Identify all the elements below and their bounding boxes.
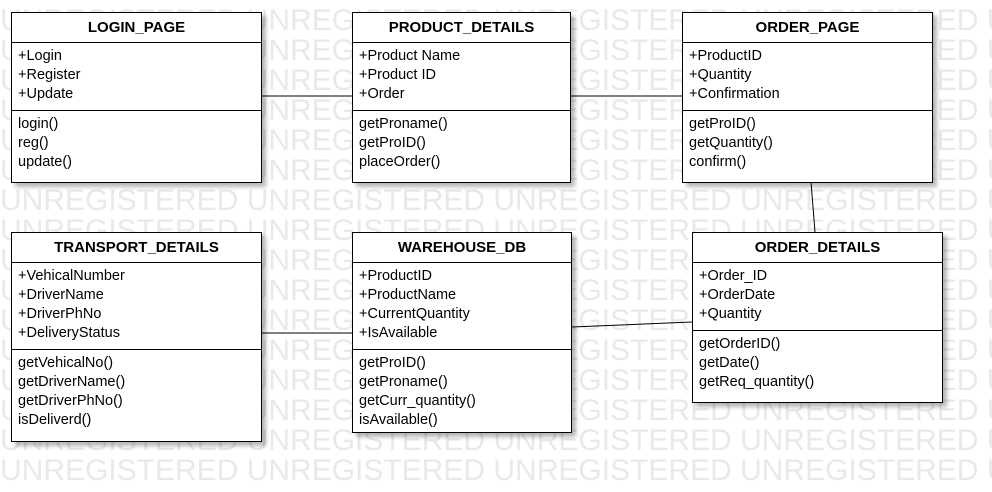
attribute: +Quantity [689, 67, 752, 83]
class-warehouse-db[interactable]: WAREHOUSE_DB +ProductID +ProductName +Cu… [352, 232, 572, 433]
attribute: +CurrentQuantity [359, 306, 470, 322]
methods-section: login() reg() update() [12, 111, 261, 172]
attributes-section: +Order_ID +OrderDate +Quantity [693, 263, 942, 331]
methods-section: getVehicalNo() getDriverName() getDriver… [12, 350, 261, 430]
class-order-details[interactable]: ORDER_DETAILS +Order_ID +OrderDate +Quan… [692, 232, 943, 403]
class-product-details[interactable]: PRODUCT_DETAILS +Product Name +Product I… [352, 12, 571, 183]
attributes-section: +Product Name +Product ID +Order [353, 43, 570, 111]
attributes-section: +ProductID +Quantity +Confirmation [683, 43, 932, 111]
method: getQuantity() [689, 135, 773, 151]
method: getDriverPhNo() [18, 393, 123, 409]
class-title: TRANSPORT_DETAILS [12, 233, 261, 263]
method: getDriverName() [18, 374, 126, 390]
method: reg() [18, 135, 49, 151]
attribute: +DriverPhNo [18, 306, 102, 322]
method: getProID() [359, 355, 426, 371]
method: isDeliverd() [18, 412, 92, 428]
class-title: ORDER_DETAILS [693, 233, 942, 263]
class-title: LOGIN_PAGE [12, 13, 261, 43]
methods-section: getProID() getProname() getCurr_quantity… [353, 350, 571, 430]
attribute: +Product ID [359, 67, 436, 83]
attribute: +Register [18, 67, 81, 83]
method: getOrderID() [699, 336, 781, 352]
attribute: +Product Name [359, 48, 461, 64]
method: getDate() [699, 355, 760, 371]
class-login-page[interactable]: LOGIN_PAGE +Login +Register +Update logi… [11, 12, 262, 183]
attribute: +Login [18, 48, 62, 64]
attribute: +VehicalNumber [18, 268, 125, 284]
class-title: WAREHOUSE_DB [353, 233, 571, 263]
attribute: +Update [18, 86, 74, 102]
attribute: +ProductID [359, 268, 432, 284]
association-orderpage-orderdetails[interactable] [810, 181, 816, 233]
attribute: +IsAvailable [359, 325, 438, 341]
method: getReq_quantity() [699, 374, 815, 390]
association-warehouse-orderdetails[interactable] [571, 321, 693, 328]
method: getVehicalNo() [18, 355, 114, 371]
method: isAvailable() [359, 412, 438, 428]
attribute: +Order_ID [699, 268, 768, 284]
method: update() [18, 154, 73, 170]
class-transport-details[interactable]: TRANSPORT_DETAILS +VehicalNumber +Driver… [11, 232, 262, 442]
attribute: +Order [359, 86, 405, 102]
attributes-section: +VehicalNumber +DriverName +DriverPhNo +… [12, 263, 261, 350]
attributes-section: +ProductID +ProductName +CurrentQuantity… [353, 263, 571, 350]
attribute: +OrderDate [699, 287, 776, 303]
attribute: +ProductID [689, 48, 762, 64]
methods-section: getOrderID() getDate() getReq_quantity() [693, 331, 942, 392]
attribute: +DriverName [18, 287, 104, 303]
method: getProname() [359, 374, 448, 390]
attribute: +Confirmation [689, 86, 780, 102]
method: confirm() [689, 154, 747, 170]
class-title: PRODUCT_DETAILS [353, 13, 570, 43]
attribute: +ProductName [359, 287, 457, 303]
attribute: +DeliveryStatus [18, 325, 120, 341]
method: login() [18, 116, 59, 132]
attribute: +Quantity [699, 306, 762, 322]
method: getProID() [359, 135, 426, 151]
method: placeOrder() [359, 154, 441, 170]
class-title: ORDER_PAGE [683, 13, 932, 43]
methods-section: getProname() getProID() placeOrder() [353, 111, 570, 172]
attributes-section: +Login +Register +Update [12, 43, 261, 111]
methods-section: getProID() getQuantity() confirm() [683, 111, 932, 172]
method: getProname() [359, 116, 448, 132]
class-order-page[interactable]: ORDER_PAGE +ProductID +Quantity +Confirm… [682, 12, 933, 183]
method: getProID() [689, 116, 756, 132]
method: getCurr_quantity() [359, 393, 476, 409]
